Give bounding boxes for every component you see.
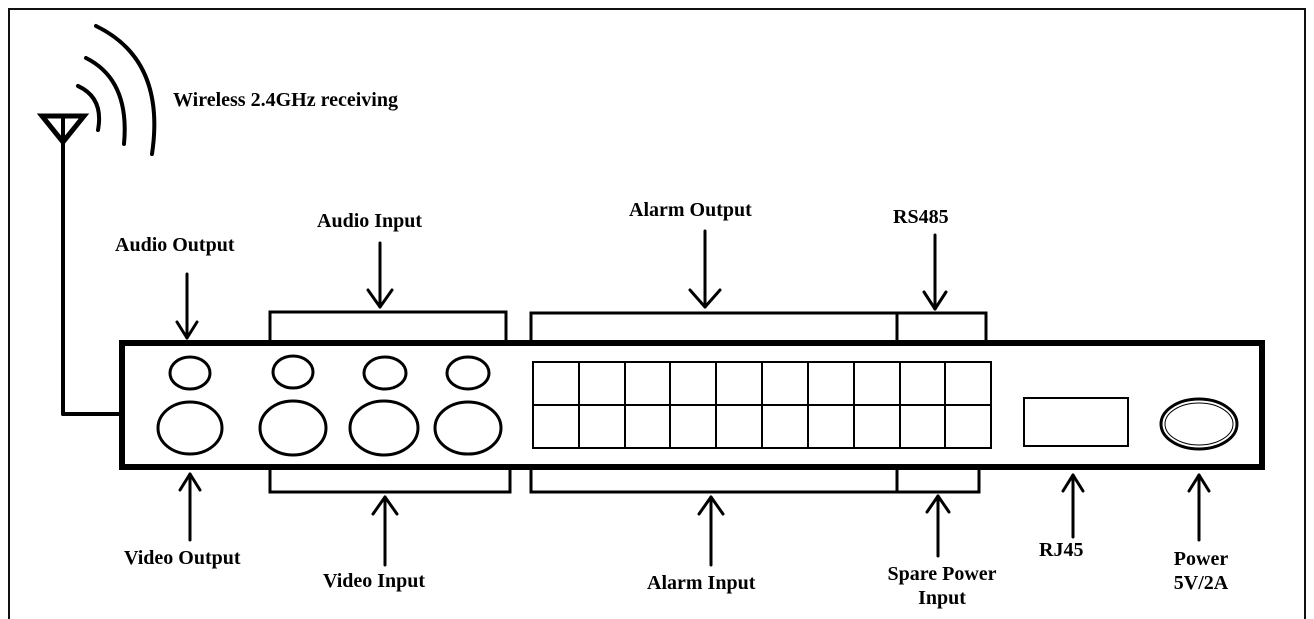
label-video-input: Video Input (323, 570, 426, 592)
top-arrows (175, 229, 948, 340)
bottom-arrows (178, 472, 1211, 567)
video-connectors (156, 399, 503, 457)
label-power: Power 5V/2A (1160, 547, 1242, 595)
label-spare-power: Spare Power Input (871, 562, 1013, 610)
label-rj45: RJ45 (1039, 539, 1084, 561)
outer-frame (8, 8, 1306, 619)
audio-connectors (168, 354, 491, 391)
power-jack-inner (1164, 402, 1234, 446)
label-video-output: Video Output (124, 547, 241, 569)
label-power-line1: Power (1173, 548, 1229, 570)
terminal-block (532, 361, 992, 449)
label-wireless: Wireless 2.4GHz receiving (173, 89, 398, 111)
label-audio-output: Audio Output (115, 234, 235, 256)
label-audio-input: Audio Input (317, 210, 423, 232)
label-power-line2: 5V/2A (1173, 572, 1229, 594)
label-spare-power-line1: Spare Power (887, 563, 997, 585)
power-jack (1159, 397, 1239, 451)
label-alarm-output: Alarm Output (629, 199, 752, 221)
label-rs485: RS485 (893, 206, 949, 228)
label-spare-power-line2: Input (918, 587, 966, 609)
antenna-icon (36, 113, 124, 416)
top-brackets (268, 310, 988, 343)
rj45-port (1023, 397, 1129, 447)
label-alarm-input: Alarm Input (647, 572, 756, 594)
wireless-signal-icon (76, 24, 157, 156)
bottom-brackets (268, 467, 981, 494)
